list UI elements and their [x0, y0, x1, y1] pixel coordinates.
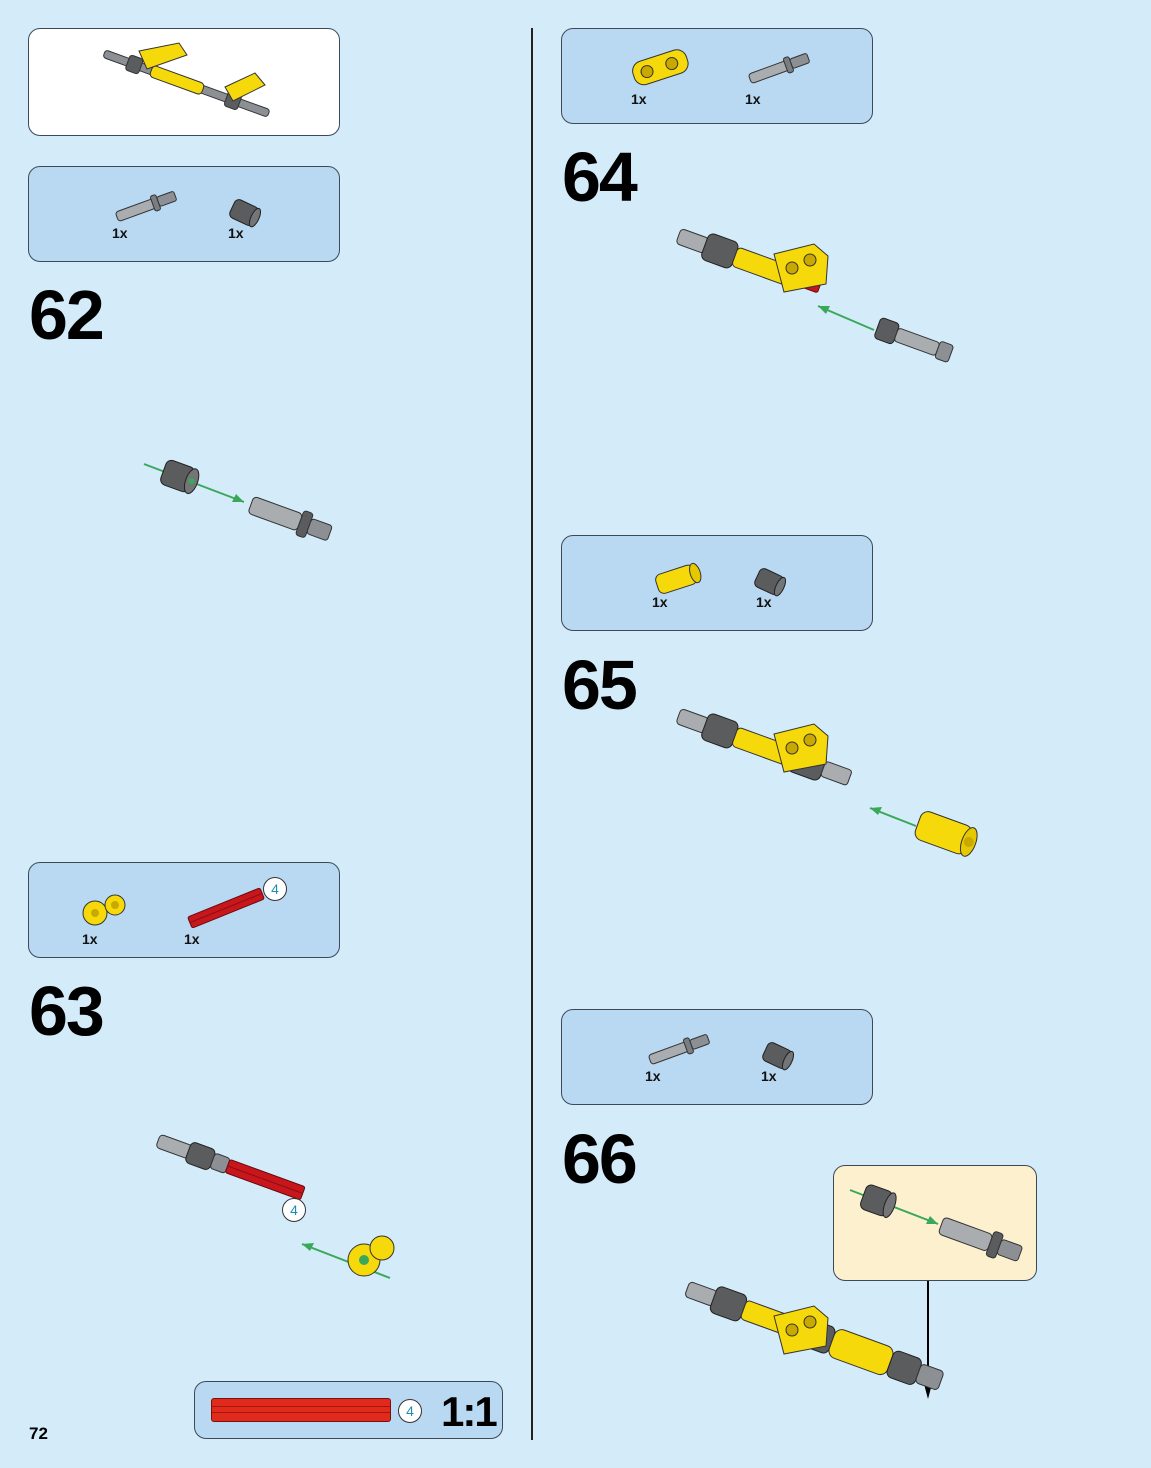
step-63-illustration: [156, 1134, 395, 1279]
subassembly-illustration: [849, 1184, 1023, 1262]
pin-with-axle-icon: [115, 191, 177, 222]
step-number-63: 63: [29, 972, 105, 1050]
bush-icon: [762, 1042, 795, 1071]
red-axle-icon: [187, 887, 265, 929]
yellow-cross-block-icon: [632, 49, 689, 86]
scale-ratio: 1:1: [441, 1388, 498, 1435]
part-quantity: 1x: [82, 931, 98, 947]
axle-length-callout: 4: [263, 877, 287, 901]
step-number-62: 62: [29, 276, 105, 354]
part-quantity: 1x: [652, 594, 668, 610]
bush-icon: [229, 199, 262, 228]
parts-list-step-65: 1x 1x: [561, 535, 873, 631]
yellow-connector-icon: [82, 894, 126, 926]
step-66-illustration: [685, 1281, 944, 1390]
subassembly-panel: [833, 1165, 1037, 1281]
part-quantity: 1x: [112, 225, 128, 241]
part-quantity: 1x: [756, 594, 772, 610]
parts-list-step-64: 1x 1x: [561, 28, 873, 124]
part-quantity: 1x: [631, 91, 647, 107]
yellow-pin-connector-icon: [655, 562, 702, 594]
bush-icon: [754, 568, 787, 597]
pin-with-axle-icon: [748, 53, 810, 84]
previous-assembly-illustration: [103, 42, 270, 117]
parts-list-step-62: 1x 1x: [28, 166, 340, 262]
part-quantity: 1x: [745, 91, 761, 107]
part-quantity: 1x: [184, 931, 200, 947]
step-number-66: 66: [562, 1120, 638, 1198]
axle-scale-box: 4 1:1: [194, 1381, 503, 1439]
axle-length-callout: 4: [398, 1399, 422, 1423]
column-divider: [531, 28, 533, 1440]
step-number-65: 65: [562, 646, 638, 724]
part-quantity: 1x: [645, 1068, 661, 1084]
step-64-illustration: [676, 228, 954, 363]
previous-result-panel: [28, 28, 340, 136]
page-number: 72: [29, 1424, 48, 1443]
part-quantity: 1x: [228, 225, 244, 241]
parts-list-step-66: 1x 1x: [561, 1009, 873, 1105]
parts-list-step-63: 1x 1x 4: [28, 862, 340, 958]
pin-with-axle-icon: [648, 1034, 710, 1065]
step-65-illustration: [676, 708, 978, 857]
red-axle-actual-size: [211, 1398, 391, 1422]
part-quantity: 1x: [761, 1068, 777, 1084]
step-number-64: 64: [562, 138, 638, 216]
axle-length-callout: 4: [282, 1198, 306, 1222]
step-62-illustration: [143, 459, 333, 541]
